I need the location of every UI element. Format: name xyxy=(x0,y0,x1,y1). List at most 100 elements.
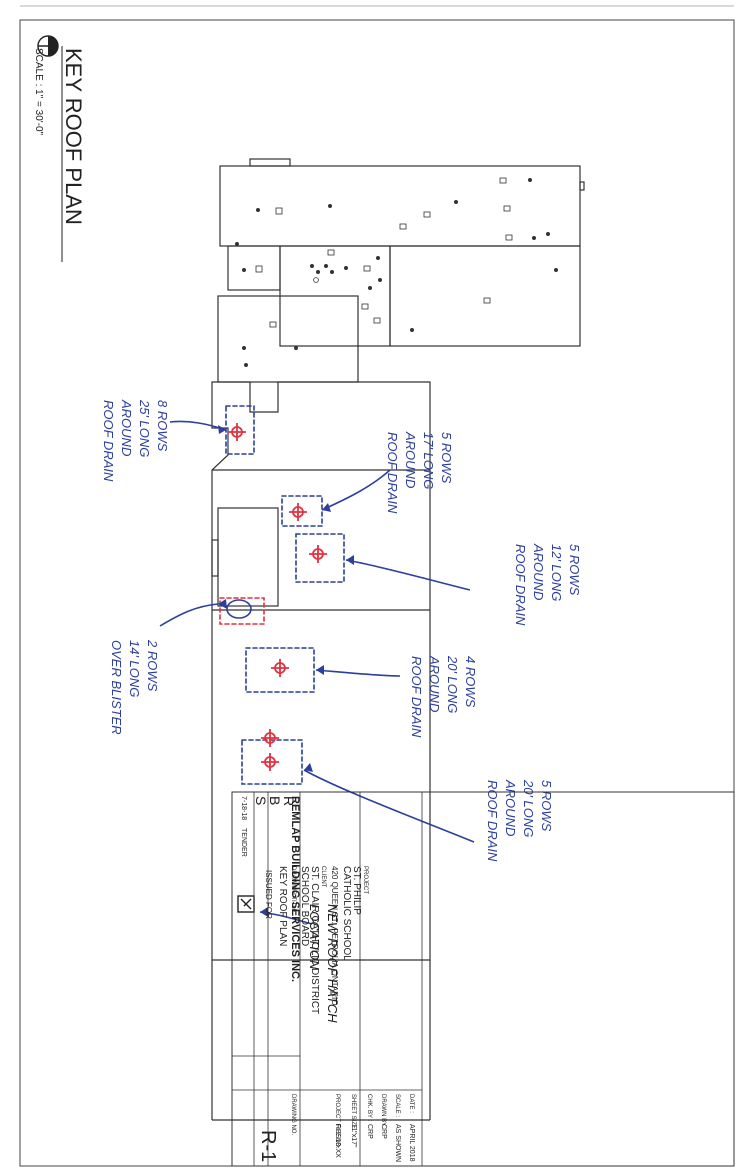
svg-text:20' LONG: 20' LONG xyxy=(521,779,536,837)
drain-dot xyxy=(293,345,298,350)
target-a xyxy=(228,423,246,441)
drain-dot xyxy=(241,345,246,350)
arrow-e xyxy=(303,769,475,843)
field-file-label: PROJECT FILE NO. xyxy=(334,1094,340,1149)
svg-text:14' LONG: 14' LONG xyxy=(127,640,142,697)
annotation-drain-e: 5 ROWS 20' LONG AROUND ROOF DRAIN xyxy=(485,779,554,862)
arrow-blister xyxy=(159,603,219,627)
vent-box xyxy=(327,249,335,256)
drain-dot xyxy=(375,255,380,260)
project-name-2: CATHOLIC SCHOOL xyxy=(341,866,352,961)
annotation-blister: 2 ROWS 14' LONG OVER BLISTER xyxy=(109,639,160,735)
svg-text:ROOF DRAIN: ROOF DRAIN xyxy=(409,656,424,738)
svg-text:AROUND: AROUND xyxy=(531,543,546,600)
markup-arrows xyxy=(159,420,475,925)
plan-scale: SCALE : 1" = 30'-0" xyxy=(33,48,44,136)
project-name-1: ST. PHILIP xyxy=(351,866,362,915)
svg-text:20' LONG: 20' LONG xyxy=(445,655,460,713)
svg-text:ROOF DRAIN: ROOF DRAIN xyxy=(485,780,500,862)
svg-text:NEW ROOF HATCH: NEW ROOF HATCH xyxy=(325,904,340,1023)
roof-section-mid xyxy=(217,295,359,383)
svg-text:12' LONG: 12' LONG xyxy=(549,544,564,601)
svg-text:5 ROWS: 5 ROWS xyxy=(439,432,454,484)
markup-box-e xyxy=(241,739,303,785)
vent-box xyxy=(255,265,263,273)
vent-box xyxy=(503,205,511,212)
issued-for: ISSUED FOR xyxy=(264,870,273,919)
svg-text:25' LONG: 25' LONG xyxy=(137,399,152,457)
vent-box xyxy=(269,321,277,328)
field-scale-label: SCALE : xyxy=(394,1094,400,1117)
target-c xyxy=(309,545,327,563)
svg-text:ROOF DRAIN: ROOF DRAIN xyxy=(513,544,528,626)
arrowhead-icon xyxy=(316,665,324,675)
drain-dot xyxy=(327,203,332,208)
target-d xyxy=(271,659,289,677)
arrow-heads xyxy=(218,425,354,917)
svg-text:ROOF DRAIN: ROOF DRAIN xyxy=(101,400,116,482)
arrowhead-icon xyxy=(322,503,331,512)
field-date-label: DATE : xyxy=(408,1094,414,1113)
svg-text:5 ROWS: 5 ROWS xyxy=(567,544,582,596)
field-chk-label: CHK. BY : xyxy=(366,1094,372,1122)
roof-hatch-detail xyxy=(249,158,291,167)
drain-dot xyxy=(367,285,372,290)
client-name-1: ST. CLAIR CATHOLIC DISTRICT xyxy=(309,866,320,1014)
client-name-2: SCHOOL BOARD xyxy=(299,866,310,946)
svg-text:OVER BLISTER: OVER BLISTER xyxy=(109,640,124,735)
arrow-a xyxy=(169,420,227,431)
field-scale-value: AS SHOWN xyxy=(394,1124,401,1162)
drain-dot xyxy=(323,263,328,268)
annotation-drain-c: 5 ROWS 12' LONG AROUND ROOF DRAIN xyxy=(513,543,582,626)
field-drawn-value: CRP xyxy=(380,1124,387,1139)
drain-dot xyxy=(377,277,382,282)
drain-dot xyxy=(234,241,239,246)
svg-text:AROUND: AROUND xyxy=(503,779,518,836)
vent-box xyxy=(275,207,283,215)
issue-date: 7-18-18 xyxy=(240,796,247,820)
svg-text:AROUND: AROUND xyxy=(403,431,418,488)
drain-dot xyxy=(241,267,246,272)
svg-text:5 ROWS: 5 ROWS xyxy=(539,780,554,832)
drain-dot xyxy=(528,177,533,182)
roof-section-east xyxy=(389,245,581,347)
project-name-3: 420 QUEEN ST., PETROLIA ONTARIO xyxy=(330,866,339,1005)
vent-box xyxy=(361,303,369,310)
markup-box-a xyxy=(225,405,255,455)
roof-features xyxy=(234,177,559,367)
drain-dot xyxy=(243,362,248,367)
drain-dot xyxy=(409,327,414,332)
target-e2 xyxy=(261,753,279,771)
arrow-b xyxy=(321,469,391,511)
field-sheet-value: 11"x17" xyxy=(350,1124,357,1148)
annotation-drain-d: 4 ROWS 20' LONG AROUND ROOF DRAIN xyxy=(409,655,478,738)
blister-outline xyxy=(226,599,252,619)
drain-dot xyxy=(343,265,348,270)
roof-courtyard-edge xyxy=(211,539,219,577)
arrowhead-icon xyxy=(218,425,226,434)
vent-box xyxy=(505,234,513,241)
svg-text:AROUND: AROUND xyxy=(427,655,442,712)
target-b xyxy=(289,503,307,521)
plan-heading: KEY ROOF PLAN SCALE : 1" = 30'-0" xyxy=(33,35,86,262)
arrow-c xyxy=(345,559,471,591)
field-file-value: RBS18-XX xyxy=(334,1124,341,1158)
plan-title: KEY ROOF PLAN xyxy=(61,48,86,225)
svg-text:4 ROWS: 4 ROWS xyxy=(463,656,478,708)
arrowhead-icon xyxy=(304,763,313,772)
svg-text:17' LONG: 17' LONG xyxy=(421,432,436,489)
drain-dot xyxy=(532,235,537,240)
issue-note: TENDER xyxy=(240,828,247,857)
arrowhead-icon xyxy=(346,555,354,565)
section-symbol-fill xyxy=(48,36,58,56)
drawing-title: KEY ROOF PLAN xyxy=(277,866,288,946)
annotation-drain-b: 5 ROWS 17' LONG AROUND ROOF DRAIN xyxy=(385,431,454,514)
title-block: REMLAP BUILDING SERVICES INC. R B S ISSU… xyxy=(231,791,735,1167)
company-name: REMLAP BUILDING SERVICES INC. xyxy=(289,796,301,982)
logo-b: B xyxy=(267,796,283,805)
annotation-hatch: NEW ROOF HATCH LOCATION xyxy=(307,904,340,1023)
outer-border xyxy=(19,19,735,1167)
roof-hatch-symbol xyxy=(237,895,255,913)
drain-targets xyxy=(228,423,327,771)
